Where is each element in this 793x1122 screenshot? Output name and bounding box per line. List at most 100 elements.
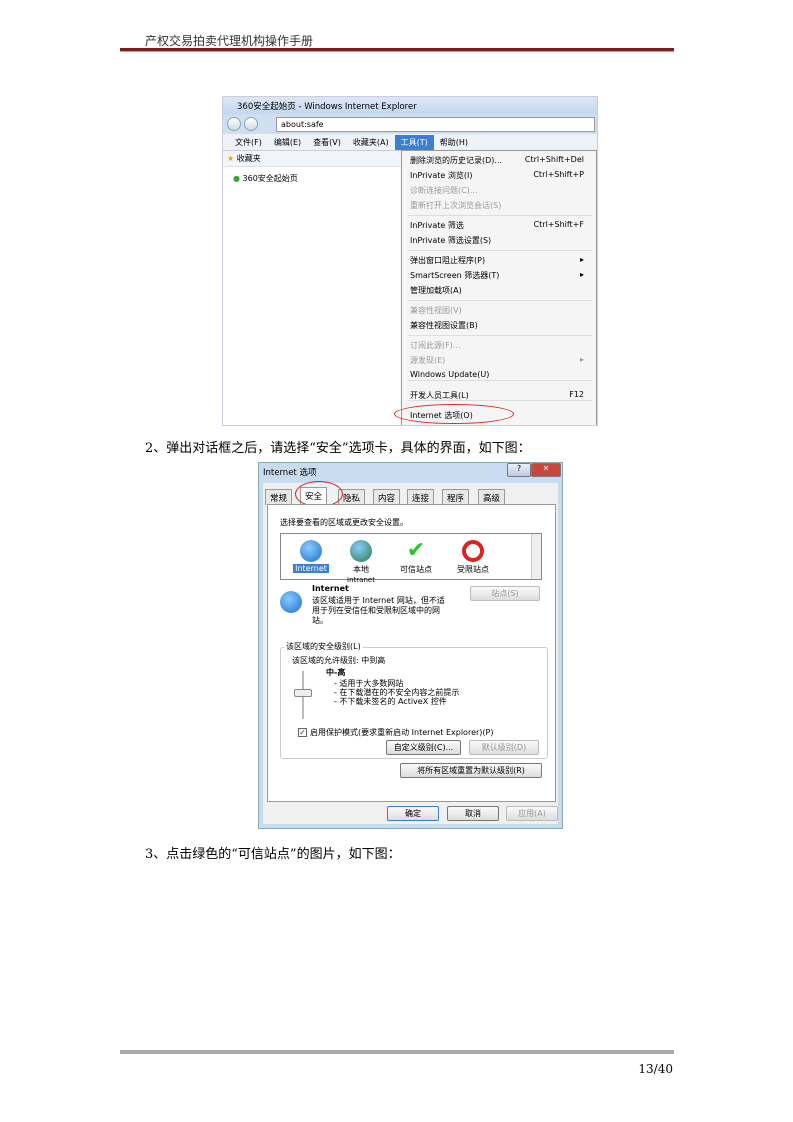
back-icon[interactable] bbox=[227, 117, 241, 131]
default-level-button[interactable]: 默认级别(D) bbox=[469, 740, 539, 755]
tools-menu-item[interactable]: InPrivate 筛选设置(S) bbox=[410, 235, 584, 249]
zone-prompt: 选择要查看的区域或更改安全设置。 bbox=[280, 518, 408, 527]
globe-icon bbox=[300, 540, 322, 562]
address-input[interactable]: about:safe bbox=[276, 116, 595, 132]
menu-item-label: 源发现(E) bbox=[410, 356, 446, 365]
menu-tools[interactable]: 工具(T) bbox=[394, 134, 434, 150]
page-link[interactable]: ● 360安全起始页 bbox=[223, 167, 597, 190]
tools-menu-item[interactable]: 开发人员工具(L) F12 bbox=[410, 390, 584, 404]
step-3-text: 3、点击绿色的“可信站点”的图片，如下图： bbox=[145, 847, 401, 862]
security-level-group bbox=[280, 647, 548, 759]
level-items: - 适用于大多数网站 - 在下载潜在的不安全内容之前提示 - 不下载未签名的 A… bbox=[334, 679, 459, 706]
tools-menu-item[interactable]: SmartScreen 筛选器(T)▸ bbox=[410, 270, 584, 284]
help-button[interactable]: ? bbox=[507, 463, 531, 477]
menu-separator bbox=[408, 250, 592, 251]
menu-item-label: 订阅此源(F)... bbox=[410, 341, 461, 350]
zone-trusted-sites[interactable]: ✔ 可信站点 bbox=[386, 540, 446, 575]
level-item: - 在下载潜在的不安全内容之前提示 bbox=[334, 688, 460, 697]
menu-item-label: 开发人员工具(L) bbox=[410, 391, 469, 400]
menu-view[interactable]: 查看(V) bbox=[313, 137, 341, 147]
tools-menu-item[interactable]: 诊断连接问题(C)... bbox=[410, 185, 584, 199]
group-label: 该区域的安全级别(L) bbox=[284, 641, 363, 652]
zone-internet[interactable]: Internet bbox=[281, 540, 341, 573]
cancel-button[interactable]: 取消 bbox=[447, 806, 499, 821]
menu-item-label: InPrivate 浏览(I) bbox=[410, 171, 473, 180]
tab-content[interactable]: 内容 bbox=[373, 489, 401, 505]
level-slider[interactable] bbox=[294, 689, 312, 697]
tools-menu-item[interactable]: Windows Update(U) bbox=[410, 370, 584, 384]
zone-title: Internet bbox=[312, 584, 349, 593]
custom-level-button[interactable]: 自定义级别(C)... bbox=[386, 740, 461, 755]
level-item: - 不下载未签名的 ActiveX 控件 bbox=[334, 697, 447, 706]
protected-mode-label: 启用保护模式(要求重新启动 Internet Explorer)(P) bbox=[310, 728, 494, 737]
menu-item-label: 管理加载项(A) bbox=[410, 286, 462, 295]
protected-mode-row[interactable]: ✓ 启用保护模式(要求重新启动 Internet Explorer)(P) bbox=[298, 727, 493, 738]
checkmark-icon: ✔ bbox=[406, 538, 426, 563]
menu-item-label: 删除浏览的历史记录(D)... bbox=[410, 156, 503, 165]
menu-separator bbox=[408, 400, 592, 401]
tools-menu-item[interactable]: 重新打开上次浏览会话(S) bbox=[410, 200, 584, 214]
menu-item-label: 兼容性视图设置(B) bbox=[410, 321, 478, 330]
tools-menu-item[interactable]: 订阅此源(F)... bbox=[410, 340, 584, 354]
footer-rule bbox=[120, 1050, 674, 1054]
tab-connections[interactable]: 连接 bbox=[407, 489, 435, 505]
menu-item-shortcut: F12 bbox=[569, 390, 584, 399]
zone-label: Internet bbox=[293, 564, 329, 573]
highlight-oval bbox=[394, 404, 514, 424]
tools-menu-item[interactable]: 源发现(E)▸ bbox=[410, 355, 584, 369]
page-link-label: 360安全起始页 bbox=[242, 174, 298, 183]
tools-menu-item[interactable]: 管理加载项(A) bbox=[410, 285, 584, 299]
menu-help[interactable]: 帮助(H) bbox=[439, 137, 468, 147]
menu-item-shortcut: Ctrl+Shift+P bbox=[533, 170, 584, 179]
submenu-arrow-icon: ▸ bbox=[579, 270, 584, 279]
tools-menu-item[interactable]: 兼容性视图(V) bbox=[410, 305, 584, 319]
menu-item-label: 弹出窗口阻止程序(P) bbox=[410, 256, 486, 265]
sites-button[interactable]: 站点(S) bbox=[470, 586, 540, 601]
allowed-level: 该区域的允许级别: 中到高 bbox=[292, 656, 386, 665]
intranet-icon bbox=[350, 540, 372, 562]
menu-edit[interactable]: 编辑(E) bbox=[273, 137, 302, 147]
menu-item-label: 兼容性视图(V) bbox=[410, 306, 462, 315]
tab-advanced[interactable]: 高级 bbox=[478, 489, 506, 505]
tab-programs[interactable]: 程序 bbox=[442, 489, 470, 505]
zone-label: 受限站点 bbox=[457, 565, 489, 574]
menu-item-label: 诊断连接问题(C)... bbox=[410, 186, 478, 195]
menu-item-label: InPrivate 筛选 bbox=[410, 221, 464, 230]
reset-all-zones-button[interactable]: 将所有区域重置为默认级别(R) bbox=[400, 763, 542, 778]
menu-file[interactable]: 文件(F) bbox=[235, 137, 262, 147]
menu-item-label: 重新打开上次浏览会话(S) bbox=[410, 201, 502, 210]
tools-menu-item[interactable]: 删除浏览的历史记录(D)... Ctrl+Shift+Del bbox=[410, 155, 584, 169]
menu-separator bbox=[408, 380, 592, 381]
zone-scrollbar[interactable] bbox=[531, 534, 541, 579]
internet-options-dialog: Internet 选项 ? ✕ 常规 安全 隐私 内容 连接 程序 高级 选择要… bbox=[258, 462, 563, 829]
forward-icon[interactable] bbox=[244, 117, 258, 131]
menu-favorites[interactable]: 收藏夹(A) bbox=[352, 137, 389, 147]
favorites-label[interactable]: 收藏夹 bbox=[236, 154, 261, 163]
menu-separator bbox=[408, 215, 592, 216]
no-entry-icon bbox=[462, 540, 484, 562]
tools-menu-item[interactable]: InPrivate 浏览(I) Ctrl+Shift+P bbox=[410, 170, 584, 184]
tab-general[interactable]: 常规 bbox=[265, 489, 293, 505]
zone-label: 可信站点 bbox=[400, 565, 432, 574]
globe-icon bbox=[280, 591, 302, 613]
ie-title-bar: 360安全起始页 - Windows Internet Explorer bbox=[223, 97, 597, 114]
tools-menu-item[interactable]: 兼容性视图设置(B) bbox=[410, 320, 584, 334]
menu-separator bbox=[408, 300, 592, 301]
zone-restricted-sites[interactable]: 受限站点 bbox=[443, 540, 503, 575]
submenu-arrow-icon: ▸ bbox=[579, 255, 584, 264]
checkbox-checked-icon[interactable]: ✓ bbox=[298, 728, 307, 737]
zone-label: 本地 bbox=[353, 565, 369, 574]
360-icon: ● bbox=[233, 174, 240, 183]
ok-button[interactable]: 确定 bbox=[387, 806, 439, 821]
apply-button[interactable]: 应用(A) bbox=[506, 806, 558, 821]
menu-item-shortcut: Ctrl+Shift+Del bbox=[524, 155, 584, 164]
tools-menu-item[interactable]: 弹出窗口阻止程序(P) ▸ bbox=[410, 255, 584, 269]
menu-item-label: InPrivate 筛选设置(S) bbox=[410, 236, 492, 245]
ie-address-bar: about:safe bbox=[223, 114, 597, 134]
close-button[interactable]: ✕ bbox=[531, 463, 561, 477]
